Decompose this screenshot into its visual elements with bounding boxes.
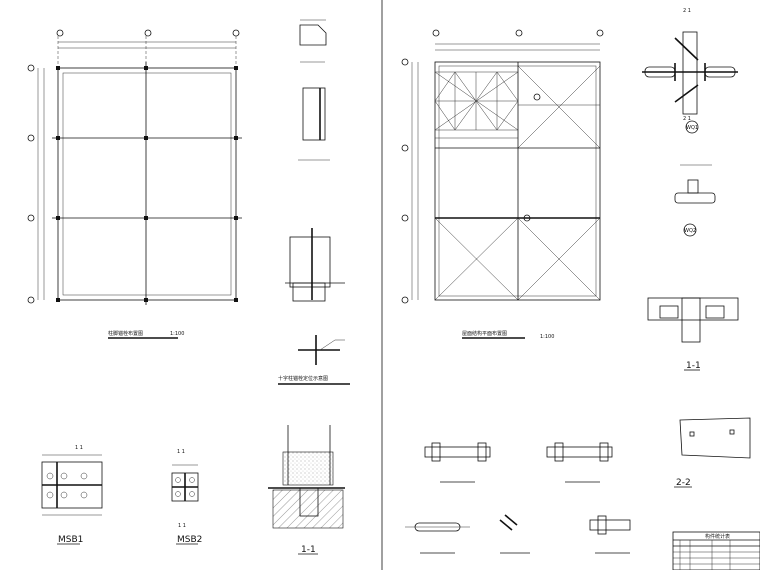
svg-text:2 1: 2 1 (683, 8, 691, 14)
msb1-label: MSB1 (58, 535, 83, 545)
axis-bubble (144, 29, 152, 37)
wq2-label: WQ2 (684, 228, 696, 234)
svg-text:1 1: 1 1 (178, 523, 186, 529)
anchor-bolt-plan: 柱脚锚栓布置图 1:100 (27, 29, 242, 339)
wq1-label: WQ1 (686, 125, 698, 131)
member-details (405, 442, 631, 554)
node-wq2: WQ2 (674, 164, 716, 237)
right-plan-title: 屋面结构平面布置图 (462, 330, 507, 337)
cross-detail-title: 十字柱锚栓定位示意图 (278, 375, 328, 382)
svg-text:2 1: 2 1 (683, 116, 691, 122)
column-base-section: 1-1 (268, 425, 345, 555)
right-plan-scale: 1:100 (540, 334, 554, 340)
base-plate-msb1: 1 1 MSB1 (41, 445, 103, 545)
column-details: 十字柱锚栓定位示意图 (278, 19, 350, 385)
component-table: 构件统计表 (672, 531, 760, 570)
node-wq1: 2 1 2 1 WQ1 (642, 8, 738, 134)
section-2-2: 2-2 (674, 417, 751, 488)
svg-text:1 1: 1 1 (75, 445, 83, 451)
left-plan-scale: 1:100 (170, 331, 184, 337)
roof-structure-plan: 屋面结构平面布置图 1:100 (401, 29, 604, 340)
axis-bubble (56, 29, 64, 37)
section-1-1-label: 1-1 (301, 545, 316, 555)
section-2-2-label: 2-2 (676, 478, 691, 488)
table-title: 构件统计表 (705, 533, 730, 540)
msb2-label: MSB2 (177, 535, 202, 545)
section-1-1-right-label: 1-1 (686, 361, 701, 371)
axis-bubble (232, 29, 240, 37)
section-1-1-right: 1-1 (647, 297, 739, 371)
base-plate-msb2: 1 1 1 1 MSB2 (171, 449, 202, 545)
svg-text:1 1: 1 1 (177, 449, 185, 455)
left-plan-title: 柱脚锚栓布置图 (108, 330, 143, 337)
